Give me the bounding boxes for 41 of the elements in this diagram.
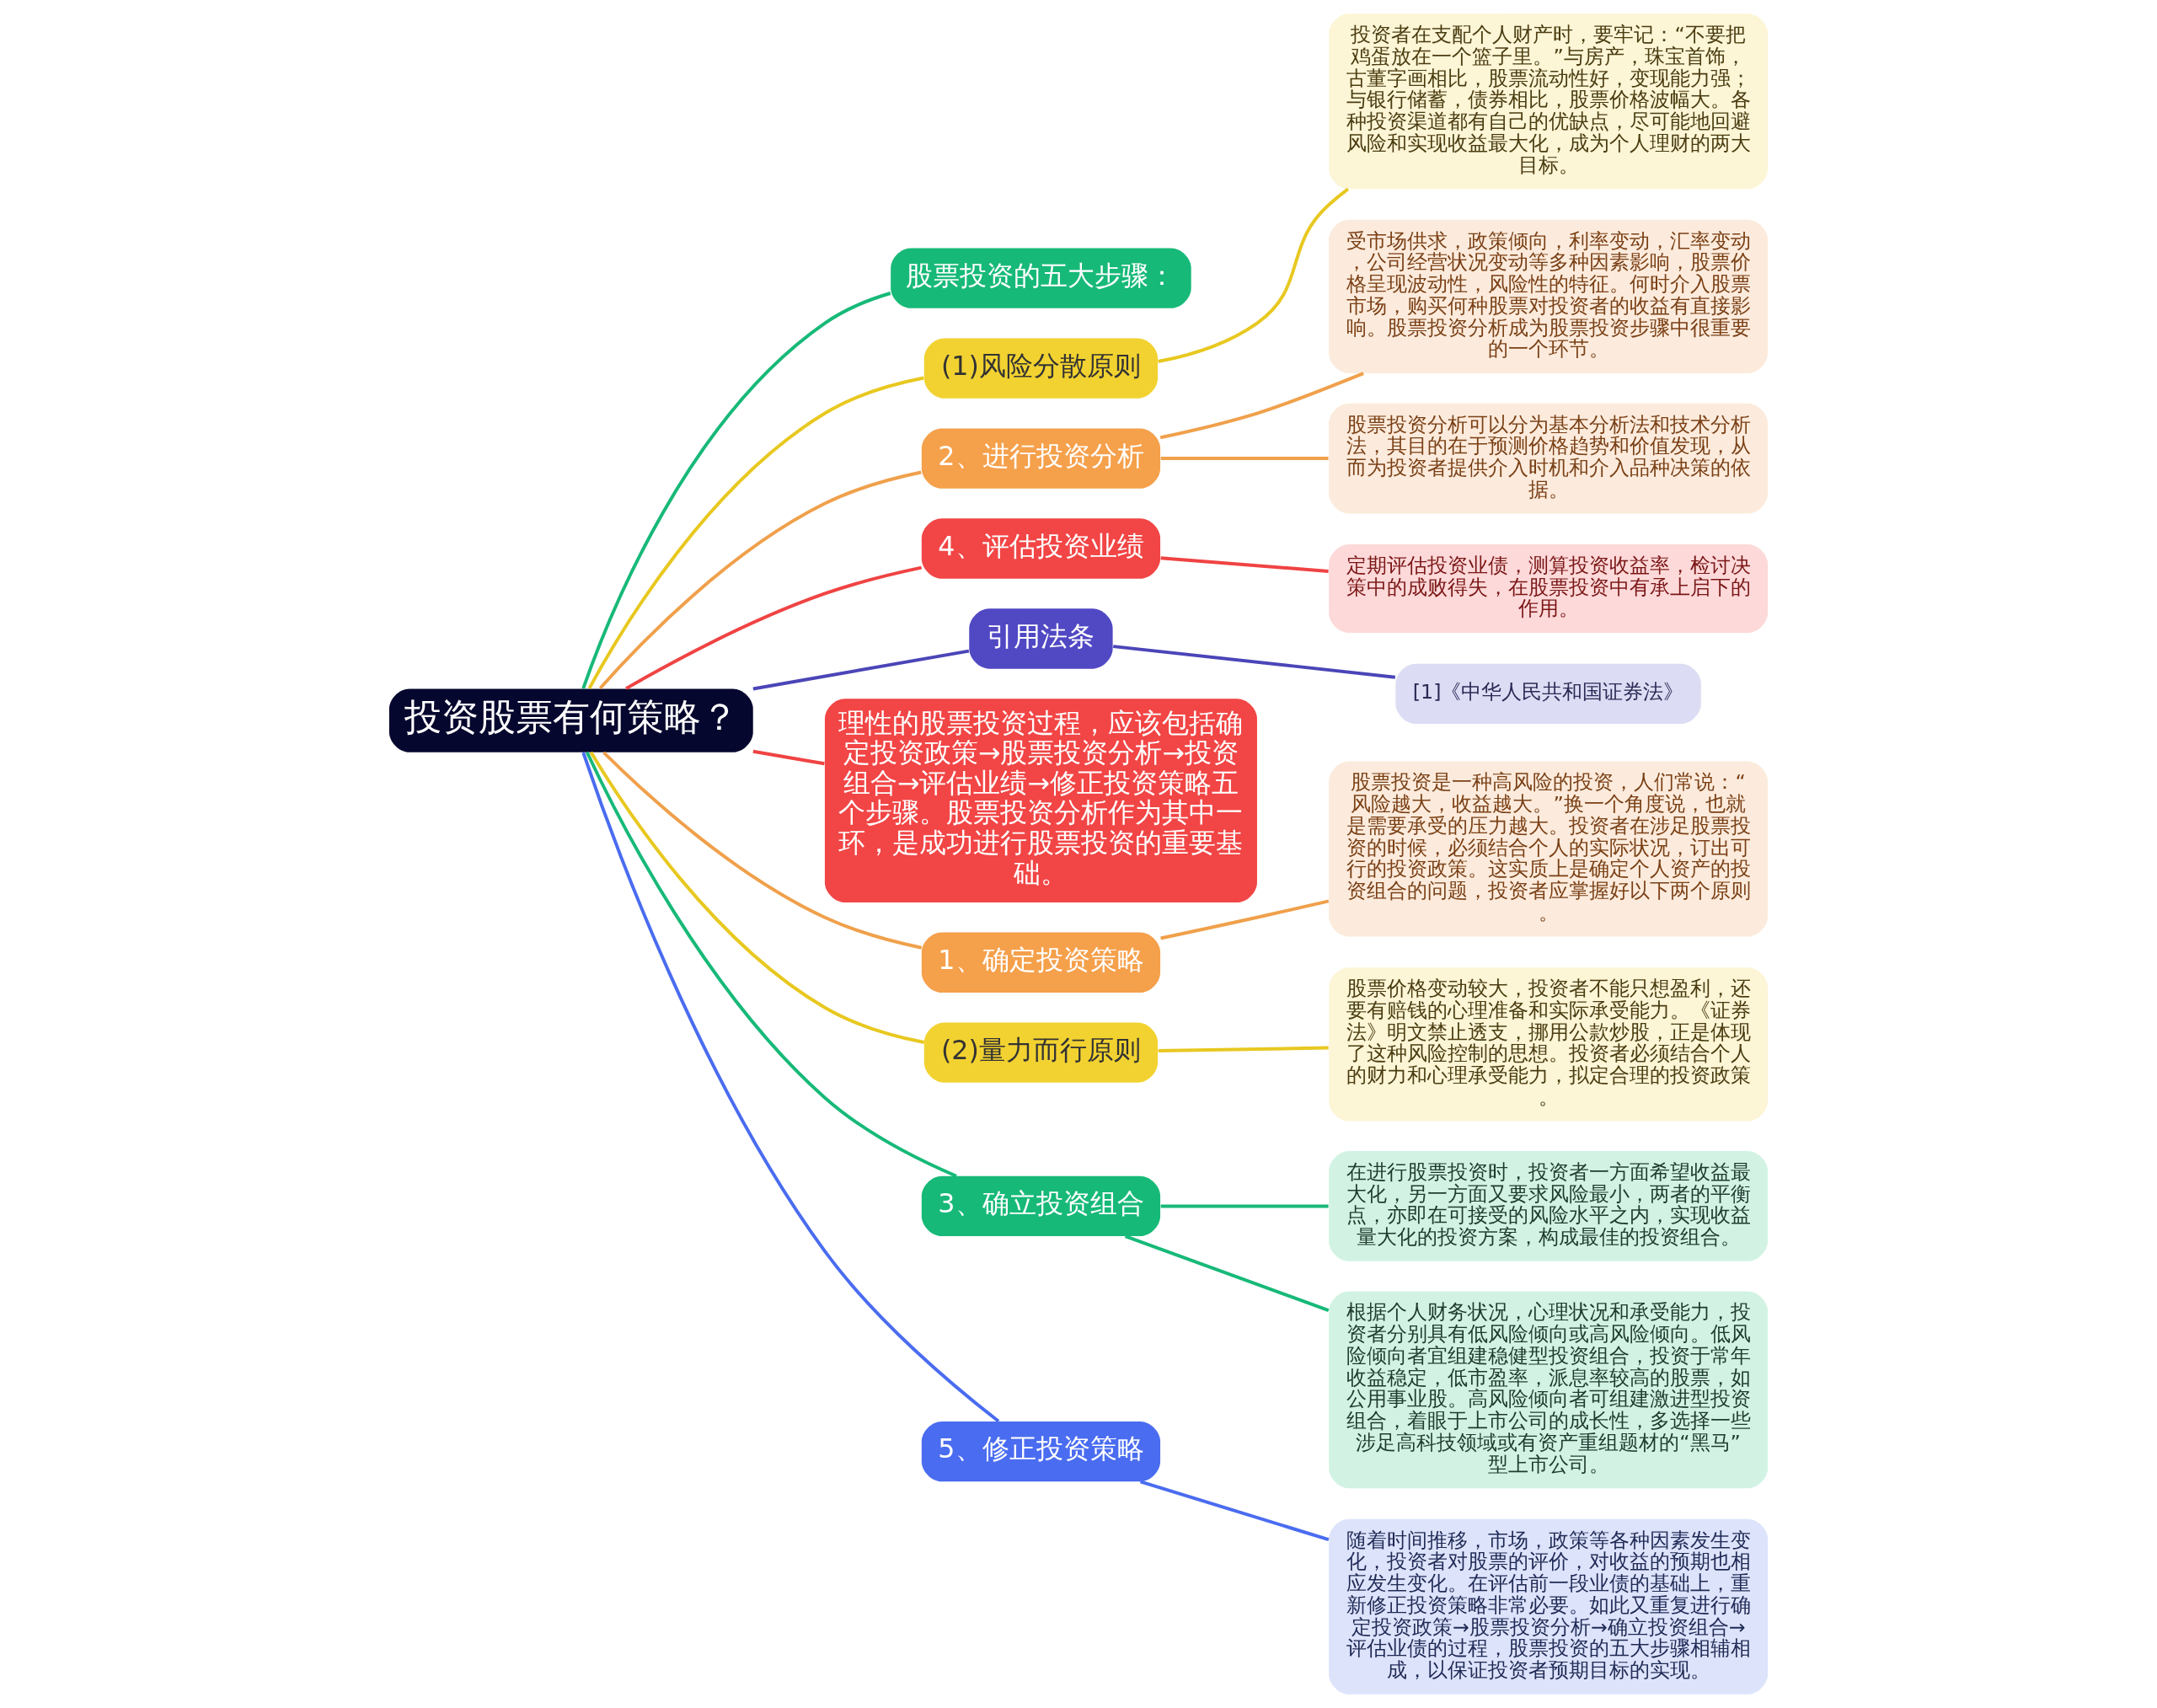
node-box: 引用法条 [969, 608, 1113, 669]
connector [1158, 187, 1349, 363]
node-box: 股票价格变动较大，投资者不能只想盈利，还要有赔钱的心理准备和实际承受能力。《证券法》明文禁止透支，挪用公款炒股，正是体现了这种风险控制的思想。投资者必须结合个人的财力和心理承受能力，拟定合理的投资政策。 [1329, 967, 1769, 1122]
connector [581, 292, 891, 689]
connector [598, 470, 922, 690]
node-box: 随着时间推移，市场，政策等各种因素发生变化，投资者对股票的评价，对收益的预期也相应发生变化。在评估前一段业债的基础上，重新修正投资策略非常必要。如此又重复进行确定投资政策→股票投资分析→确立投资组合→评估业债的过程，股票投资的五大步骤相辅相成，以保证投资者预期目标的实现。 [1329, 1518, 1769, 1695]
node-box: 股票投资的五大步骤： [891, 248, 1191, 308]
connector [1124, 1234, 1330, 1312]
node-box: 定期评估投资业债，测算投资收益率，检讨决策中的成败得失，在股票投资中有承上启下的作用。 [1329, 544, 1769, 634]
connector [587, 376, 924, 689]
connector [1160, 899, 1330, 940]
connector [1158, 1046, 1329, 1052]
connector [625, 565, 923, 690]
node-box: 股票投资分析可以分为基本分析法和技术分析法，其目的在于预测价格趋势和价值发现，从而为投资者提供介入时机和介入品种决策的依据。 [1329, 403, 1769, 514]
connector [1160, 556, 1329, 573]
connector [602, 751, 923, 950]
connector [752, 749, 825, 766]
node-box: 受市场供求，政策倾向，利率变动，汇率变动，公司经营状况变动等多种因素影响，股票价格呈现波动性，风险性的特征。何时介入股票市场，购买何种股票对投资者的收益有直接影响。股票投资分析成为股票投资步骤中很重要的一个环节。 [1329, 219, 1769, 374]
node-box: 1、确定投资策略 [921, 932, 1161, 993]
node-box: 投资股票有何策略？ [388, 688, 753, 752]
node-box: (2)量力而行原则 [923, 1022, 1159, 1083]
node-box: 2、进行投资分析 [921, 428, 1161, 489]
node-box: 5、修正投资策略 [921, 1422, 1161, 1482]
connector [1160, 457, 1329, 461]
node-box: 在进行股票投资时，投资者一方面希望收益最大化，另一方面又要求风险最小，两者的平衡点，亦即在可接受的风险水平之内，实现收益量大化的投资方案，构成最佳的投资组合。 [1329, 1151, 1769, 1261]
node-box: 根据个人财务状况，心理状况和承受能力，投资者分别具有低风险倾向或高风险倾向。低风险倾向者宜组建稳健型投资组合，投资于常年收益稳定，低市盈率，派息率较高的股票，如公用事业股。高风险倾向者可组建激进型投资组合，着眼于上市公司的成长性，多选择一些涉足高科技领域或有资产重组题材的“黑马”型上市公司。 [1329, 1291, 1769, 1489]
connector [1113, 645, 1396, 679]
connector [585, 751, 957, 1178]
connector [1160, 1204, 1329, 1208]
node-box: 理性的股票投资过程，应该包括确定投资政策→股票投资分析→投资组合→评估业绩→修正投资策略五个步骤。股票投资分析作为其中一环，是成功进行股票投资的重要基础。 [824, 699, 1257, 902]
node-box: (1)风险分散原则 [923, 338, 1159, 399]
connector [581, 752, 1000, 1423]
connector [589, 751, 925, 1044]
node-box: 股票投资是一种高风险的投资，人们常说：“风险越大，收益越大。”换一个角度说，也就是需要承受的压力越大。投资者在涉足股票投资的时候，必须结合个人的实际状况，订出可行的投资政策。这实质上是确定个人资产的投资组合的问题，投资者应掌握好以下两个原则。 [1329, 761, 1769, 937]
node-box: 3、确立投资组合 [921, 1175, 1161, 1237]
node-box: 投资者在支配个人财产时，要牢记：“不要把鸡蛋放在一个篮子里。”与房产，珠宝首饰，古董字画相比，股票流动性好，变现能力强；与银行储蓄，债券相比，股票价格波幅大。各种投资渠道都有自己的优缺点，尽可能地回避风险和实现收益最大化，成为个人理财的两大目标。 [1329, 13, 1769, 190]
connector [1139, 1480, 1330, 1542]
node-box: 4、评估投资业绩 [921, 518, 1161, 579]
node-box: [1]《中华人民共和国证券法》 [1395, 663, 1701, 724]
connector [1159, 372, 1364, 440]
connector [752, 649, 970, 691]
